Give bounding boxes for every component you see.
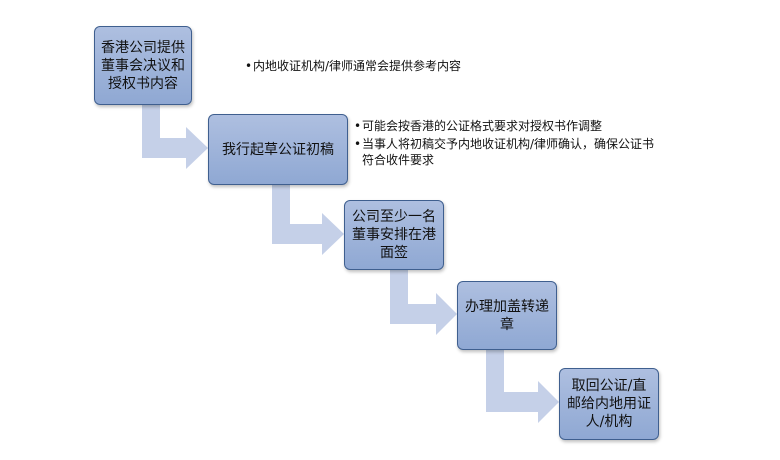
step-5-box: 取回公证/直邮给内地用证人/机构	[559, 368, 659, 440]
step-1-box: 香港公司提供董事会决议和授权书内容	[94, 26, 192, 105]
step-2-label: 我行起草公证初稿	[222, 141, 334, 158]
step-2-notes: 可能会按香港的公证格式要求对授权书作调整 当事人将初稿交予内地收证机构/律师确认…	[354, 118, 659, 168]
step-3-label: 公司至少一名董事安排在港面签	[352, 209, 436, 261]
note-bullet: 当事人将初稿交予内地收证机构/律师确认，确保公证书符合收件要求	[354, 136, 659, 168]
arrow-step1-to-step2	[142, 105, 208, 169]
step-4-label: 办理加盖转递章	[465, 298, 549, 333]
step-5-label: 取回公证/直邮给内地用证人/机构	[567, 378, 651, 430]
note-bullet: 可能会按香港的公证格式要求对授权书作调整	[354, 118, 659, 134]
step-4-box: 办理加盖转递章	[457, 281, 557, 350]
step-3-box: 公司至少一名董事安排在港面签	[344, 200, 444, 270]
step-1-label: 香港公司提供董事会决议和授权书内容	[101, 39, 185, 92]
arrow-step2-to-step3	[272, 185, 344, 255]
note-bullet: 内地收证机构/律师通常会提供参考内容	[245, 58, 545, 74]
arrow-step3-to-step4	[390, 270, 457, 335]
step-1-note: 内地收证机构/律师通常会提供参考内容	[245, 58, 545, 74]
arrow-step4-to-step5	[486, 350, 559, 423]
step-2-box: 我行起草公证初稿	[208, 114, 348, 185]
